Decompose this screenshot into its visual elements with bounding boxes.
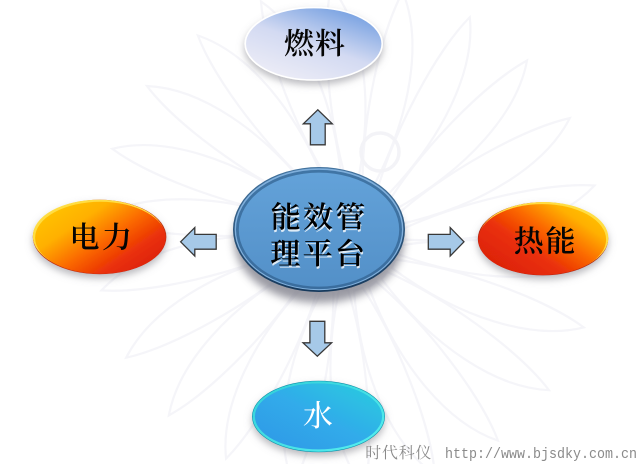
svg-text:http://www.bjsdky.com.cn: http://www.bjsdky.com.cn [445,446,637,463]
